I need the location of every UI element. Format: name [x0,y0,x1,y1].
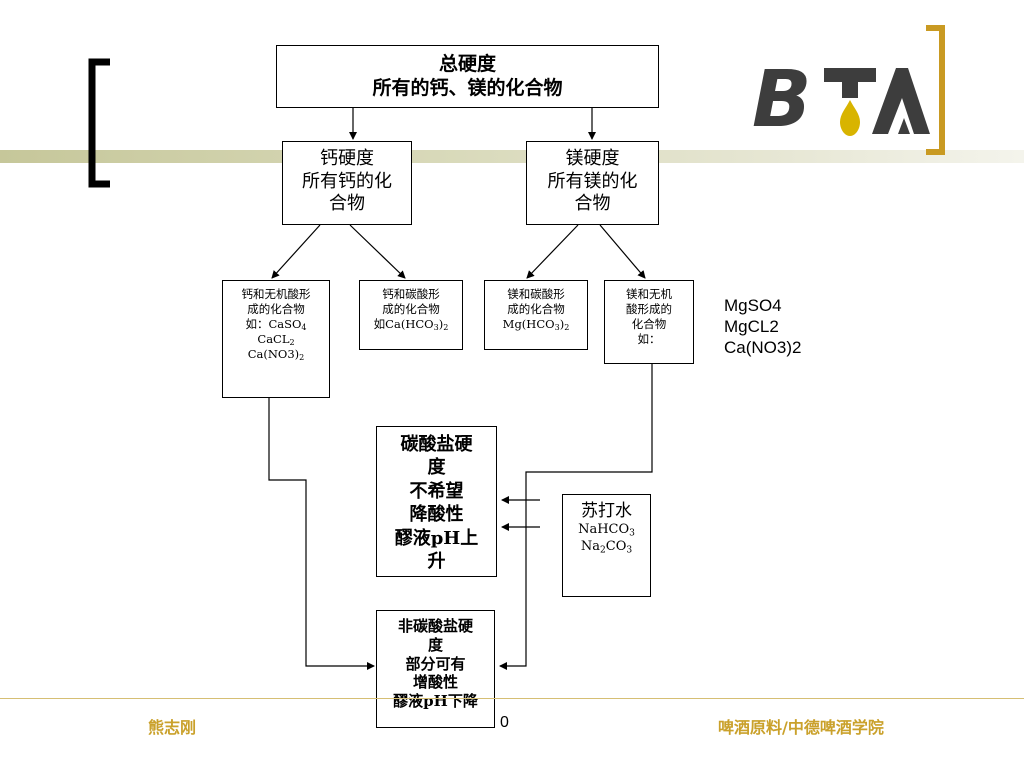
soda-nahco3: NaHCO3 [578,522,635,539]
mg-inorganic-line-2: 酸形成的 [626,301,672,316]
calcium-hardness-box: 钙硬度 所有钙的化 合物 [282,141,412,225]
mg-carbonic-line-1: 镁和碳酸形 [507,287,565,301]
soda-water-title: 苏打水 [581,501,632,521]
calcium-hardness-desc-2: 合物 [329,193,365,214]
soda-na2co3: Na2CO3 [580,538,633,555]
soda-water-box: 苏打水 NaHCO3 Na2CO3 [562,494,651,597]
noncarbonate-line-2: 度 [427,635,443,654]
bta-logo-graphic: B [752,25,945,155]
arrow-ca-inorganic-to-noncarbonate [268,398,375,670]
carbonate-hardness-line-6: 升 [427,550,446,572]
ca-carbonic-formula: 如Ca(HCO3)2 [373,316,449,332]
magnesium-hardness-desc-2: 合物 [574,193,611,214]
footer-author: 熊志刚 [148,718,197,737]
ca-inorganic-caso4: 如：CaSO4 [245,316,307,332]
noncarbonate-line-5: 醪液pH下降 [393,692,478,710]
carbonate-hardness-line-3: 不希望 [409,480,464,502]
mg-example-item: Ca(NO3)2 [724,338,802,357]
ca-inorganic-cano3: Ca(NO3)2 [247,346,305,362]
svg-text:B: B [752,55,811,145]
mg-inorganic-line-1: 镁和无机 [626,287,672,301]
calcium-hardness-desc-1: 所有钙的化 [302,170,392,192]
bta-logo: B [748,22,954,162]
mg-carbonic-box: 镁和碳酸形 成的化合物 Mg(HCO3)2 [484,280,588,350]
mg-example-item: MgSO4 [724,296,782,315]
footer-institute: 啤酒原料/中德啤酒学院 [718,718,884,737]
total-hardness-title: 总硬度 [438,52,496,75]
carbonate-hardness-box: 碳酸盐硬 度 不希望 降酸性 醪液pH上 升 [376,426,497,577]
left-bracket-decoration [88,58,110,188]
arrow-magnesium-to-inorganic [599,224,646,279]
noncarbonate-line-4: 增酸性 [412,673,458,692]
carbonate-hardness-line-1: 碳酸盐硬 [400,434,473,455]
decorative-band [0,150,1024,163]
mg-examples-list: MgSO4 MgCL2 Ca(NO3)2 [724,295,801,358]
magnesium-hardness-box: 镁硬度 所有镁的化 合物 [526,141,659,225]
calcium-hardness-title: 钙硬度 [320,148,374,169]
mg-carbonic-line-2: 成的化合物 [507,301,565,316]
magnesium-hardness-desc-1: 所有镁的化 [547,170,638,192]
noncarbonate-line-3: 部分可有 [405,654,466,673]
ca-carbonic-line-1: 钙和碳酸形 [382,287,440,301]
mg-inorganic-line-3: 化合物 [631,316,667,331]
arrow-calcium-to-inorganic [271,224,321,279]
mg-inorganic-line-4: 如： [637,331,661,346]
total-hardness-box: 总硬度 所有的钙、镁的化合物 [276,45,659,108]
ca-carbonic-box: 钙和碳酸形 成的化合物 如Ca(HCO3)2 [359,280,463,350]
arrow-mg-inorganic-to-noncarbonate [499,364,653,670]
magnesium-hardness-title: 镁硬度 [565,148,620,169]
arrow-calcium-to-carbonic [349,224,406,279]
mg-carbonic-formula: Mg(HCO3)2 [502,316,570,332]
ca-inorganic-line-2: 成的化合物 [247,301,305,316]
mg-example-item: MgCL2 [724,317,779,336]
arrow-magnesium-to-carbonic [526,224,579,279]
noncarbonate-hardness-box: 非碳酸盐硬 度 部分可有 增酸性 醪液pH下降 [376,610,495,728]
ca-inorganic-box: 钙和无机酸形 成的化合物 如：CaSO4 CaCL2 Ca(NO3)2 [222,280,330,398]
total-hardness-desc: 所有的钙、镁的化合物 [372,76,563,99]
footer-divider [0,698,1024,699]
mg-inorganic-box: 镁和无机 酸形成的 化合物 如： [604,280,694,364]
ca-carbonic-line-2: 成的化合物 [382,301,440,316]
carbonate-hardness-line-2: 度 [427,457,446,479]
ca-inorganic-cacl2: CaCL2 [257,331,295,347]
noncarbonate-line-1: 非碳酸盐硬 [397,617,473,635]
footer-page-number: 0 [500,714,509,731]
ca-inorganic-line-1: 钙和无机酸形 [241,287,311,301]
carbonate-hardness-line-5: 醪液pH上 [394,527,479,549]
carbonate-hardness-line-4: 降酸性 [409,504,464,526]
